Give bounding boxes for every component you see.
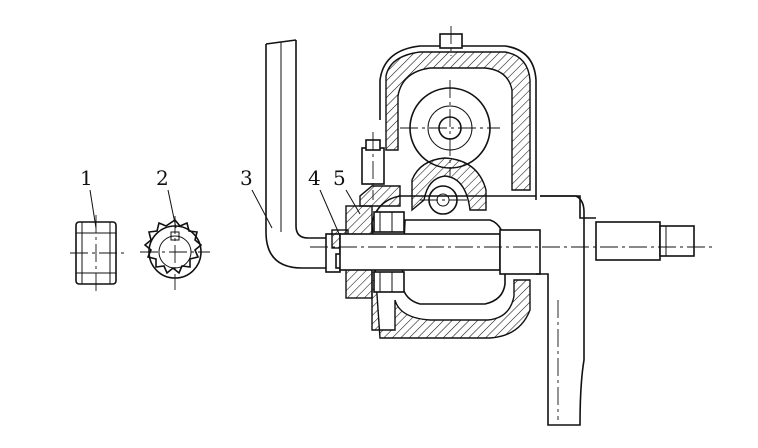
part-1-sleeve [70, 215, 124, 292]
part-3-bent-tube [265, 39, 341, 273]
label-5: 5 [333, 166, 346, 190]
label-4: 4 [308, 166, 321, 190]
main-housing [331, 26, 537, 339]
main-shaft [310, 195, 712, 275]
label-1: 1 [80, 166, 93, 190]
label-3: 3 [240, 166, 253, 190]
label-2: 2 [156, 166, 169, 190]
leader-lines [89, 189, 361, 237]
part-2-gear [140, 216, 210, 290]
bracket [536, 195, 585, 426]
